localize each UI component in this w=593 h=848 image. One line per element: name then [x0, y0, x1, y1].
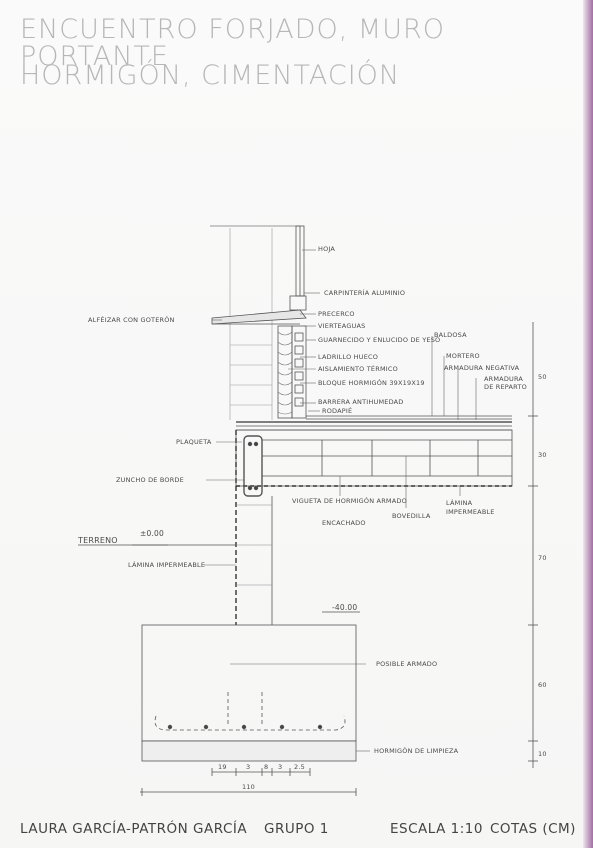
label-barrera-antihumedad: BARRERA ANTIHUMEDAD: [318, 398, 404, 406]
label-hoja: HOJA: [318, 245, 336, 253]
dim-h19: 19: [218, 763, 227, 771]
label-mortero: MORTERO: [446, 352, 480, 360]
dim-v60: 60: [538, 681, 547, 689]
label-plaqueta: PLAQUETA: [176, 438, 212, 446]
label-armadura-negativa: ARMADURA NEGATIVA: [444, 364, 520, 372]
footer-units: COTAS (CM): [490, 821, 576, 837]
label-posible-armado: POSIBLE ARMADO: [376, 660, 438, 668]
dim-v50: 50: [538, 373, 547, 381]
footer-author: LAURA GARCÍA-PATRÓN GARCÍA: [20, 821, 248, 837]
dim-v10: 10: [538, 750, 547, 758]
label-baldosa: BALDOSA: [434, 331, 467, 339]
label-hormigon-limpieza: HORMIGÓN DE LIMPIEZA: [374, 747, 459, 755]
label-zuncho-de-borde: ZUNCHO DE BORDE: [116, 476, 184, 484]
label-alfeizar-con-goteron: ALFÉIZAR CON GOTERÓN: [88, 316, 175, 324]
dim-h25: 2.5: [294, 763, 305, 771]
footer-group: GRUPO 1: [264, 821, 329, 837]
label-armadura-reparto-line1: ARMADURA: [484, 375, 524, 383]
label-lamina-impermeable: LÁMINA IMPERMEABLE: [128, 561, 206, 569]
label-bloque-hormigon: BLOQUE HORMIGÓN 39x19x19: [318, 379, 425, 387]
label-bovedilla: BOVEDILLA: [392, 512, 431, 520]
dim-v30: 30: [538, 451, 547, 459]
label-cota-cimiento: -40.00: [332, 603, 358, 612]
dim-h3a: 3: [246, 763, 251, 771]
label-vigueta: VIGUETA DE HORMIGÓN ARMADO: [292, 497, 407, 505]
dim-h110: 110: [242, 783, 256, 791]
footer-scale: ESCALA 1:10: [390, 821, 483, 837]
label-terreno: TERRENO: [78, 536, 118, 545]
label-armadura-reparto-line2: DE REPARTO: [484, 383, 527, 391]
label-rodapie: RODAPIÉ: [322, 407, 353, 415]
label-encachado: ENCACHADO: [322, 519, 366, 527]
dim-h8: 8: [264, 763, 269, 771]
drawing-title-line-1: ENCUENTRO FORJADO, MURO PORTANTE: [20, 14, 445, 72]
label-cota-terreno: ±0.00: [140, 529, 164, 538]
label-carpinteria-aluminio: CARPINTERÍA ALUMINIO: [324, 289, 406, 297]
dim-v70: 70: [538, 554, 547, 562]
purple-edge: [583, 0, 593, 848]
dim-h3b: 3: [278, 763, 283, 771]
label-lamina-line2: IMPERMEABLE: [446, 508, 495, 516]
label-lamina-line1: LÁMINA: [446, 499, 473, 507]
label-guarnecido: GUARNECIDO Y ENLUCIDO DE YESO: [318, 336, 441, 344]
label-ladrillo-hueco: LADRILLO HUECO: [318, 353, 379, 361]
drawing-title-line-2: HORMIGÓN, CIMENTACIÓN: [20, 60, 401, 91]
label-vierteaguas: VIERTEAGUAS: [318, 322, 366, 330]
label-precerco: PRECERCO: [318, 310, 355, 318]
label-aislamiento-termico: AISLAMIENTO TÉRMICO: [318, 365, 398, 373]
